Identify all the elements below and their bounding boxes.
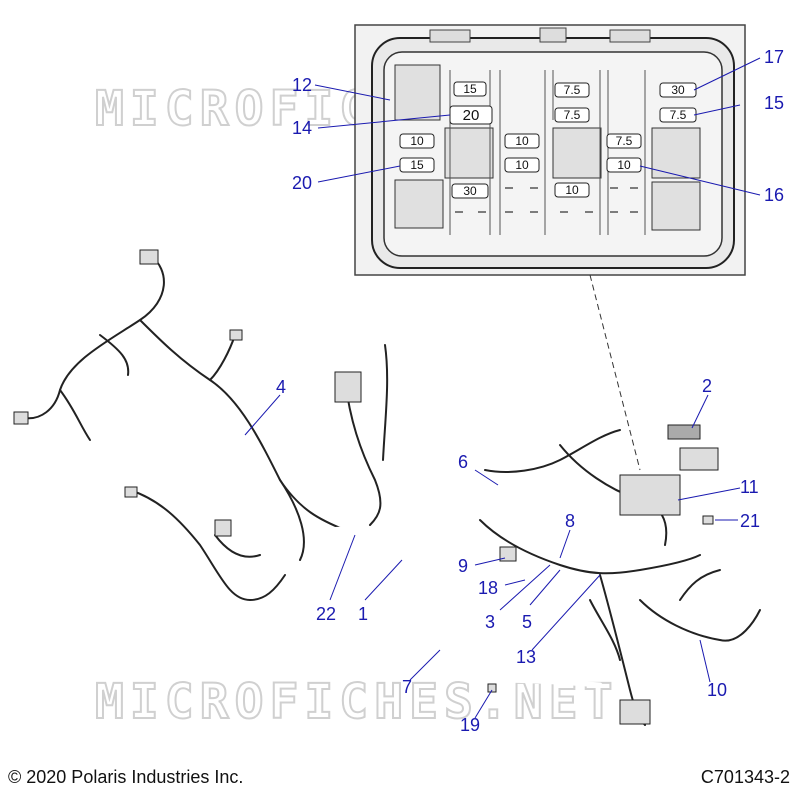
svg-text:30: 30 bbox=[463, 184, 477, 198]
fuse-slot: 10 bbox=[554, 182, 590, 198]
callout-14: 14 bbox=[292, 118, 312, 138]
callout-21: 21 bbox=[740, 511, 760, 531]
callout-1: 1 bbox=[358, 604, 368, 624]
svg-text:20: 20 bbox=[463, 107, 480, 124]
svg-text:10: 10 bbox=[410, 134, 424, 148]
fuse-box-inset: 15 20 10 15 30 7.5 7.5 10 10 7.5 10 30 7… bbox=[354, 24, 746, 276]
svg-text:10: 10 bbox=[515, 158, 529, 172]
callout-2: 2 bbox=[702, 376, 712, 396]
callout-9: 9 bbox=[458, 556, 468, 576]
callout-17: 17 bbox=[764, 47, 784, 67]
callout-10: 10 bbox=[707, 680, 727, 700]
svg-text:10: 10 bbox=[617, 158, 631, 172]
harness-left bbox=[13, 249, 389, 601]
fuse-slot: 7.5 bbox=[659, 107, 697, 123]
fuse-slot: 20 bbox=[449, 105, 493, 125]
callout-20: 20 bbox=[292, 173, 312, 193]
callout-22: 22 bbox=[316, 604, 336, 624]
callout-12: 12 bbox=[292, 75, 312, 95]
svg-text:7.5: 7.5 bbox=[564, 108, 581, 122]
callout-15: 15 bbox=[764, 93, 784, 113]
fuse-slot: 30 bbox=[659, 82, 697, 98]
fuse-slot: 15 bbox=[399, 157, 435, 173]
svg-text:7.5: 7.5 bbox=[670, 108, 687, 122]
callout-7: 7 bbox=[402, 677, 412, 697]
svg-text:15: 15 bbox=[463, 82, 477, 96]
fuse-slot: 10 bbox=[399, 133, 435, 149]
callout-5: 5 bbox=[522, 612, 532, 632]
callout-16: 16 bbox=[764, 185, 784, 205]
callout-18: 18 bbox=[478, 578, 498, 598]
callout-3: 3 bbox=[485, 612, 495, 632]
callout-6: 6 bbox=[458, 452, 468, 472]
svg-text:30: 30 bbox=[671, 83, 685, 97]
callout-11: 11 bbox=[740, 477, 759, 497]
callout-19: 19 bbox=[460, 715, 480, 735]
callout-labels: 12 14 20 17 15 16 2 4 11 21 6 8 9 18 3 5… bbox=[276, 47, 784, 735]
callout-leaders bbox=[244, 57, 761, 719]
svg-text:10: 10 bbox=[515, 134, 529, 148]
fuse-slot: 10 bbox=[504, 133, 540, 149]
fuse-slot: 7.5 bbox=[554, 107, 590, 123]
copyright-text: © 2020 Polaris Industries Inc. bbox=[8, 767, 244, 787]
fuse-box-leader bbox=[589, 274, 641, 471]
fuse-slot: 30 bbox=[451, 183, 489, 199]
fuse-slot: 15 bbox=[453, 81, 487, 97]
harness-main bbox=[327, 424, 761, 726]
svg-text:7.5: 7.5 bbox=[564, 83, 581, 97]
callout-13: 13 bbox=[516, 647, 536, 667]
fuse-slot: 7.5 bbox=[554, 82, 590, 98]
callout-8: 8 bbox=[565, 511, 575, 531]
part-number: C701343-2 bbox=[700, 767, 790, 787]
fuse-slot: 10 bbox=[504, 157, 540, 173]
fuse-slot: 10 bbox=[606, 157, 642, 173]
svg-text:10: 10 bbox=[565, 183, 579, 197]
svg-text:15: 15 bbox=[410, 158, 424, 172]
fuse-slot: 7.5 bbox=[606, 133, 642, 149]
callout-4: 4 bbox=[276, 377, 286, 397]
svg-text:7.5: 7.5 bbox=[616, 134, 633, 148]
